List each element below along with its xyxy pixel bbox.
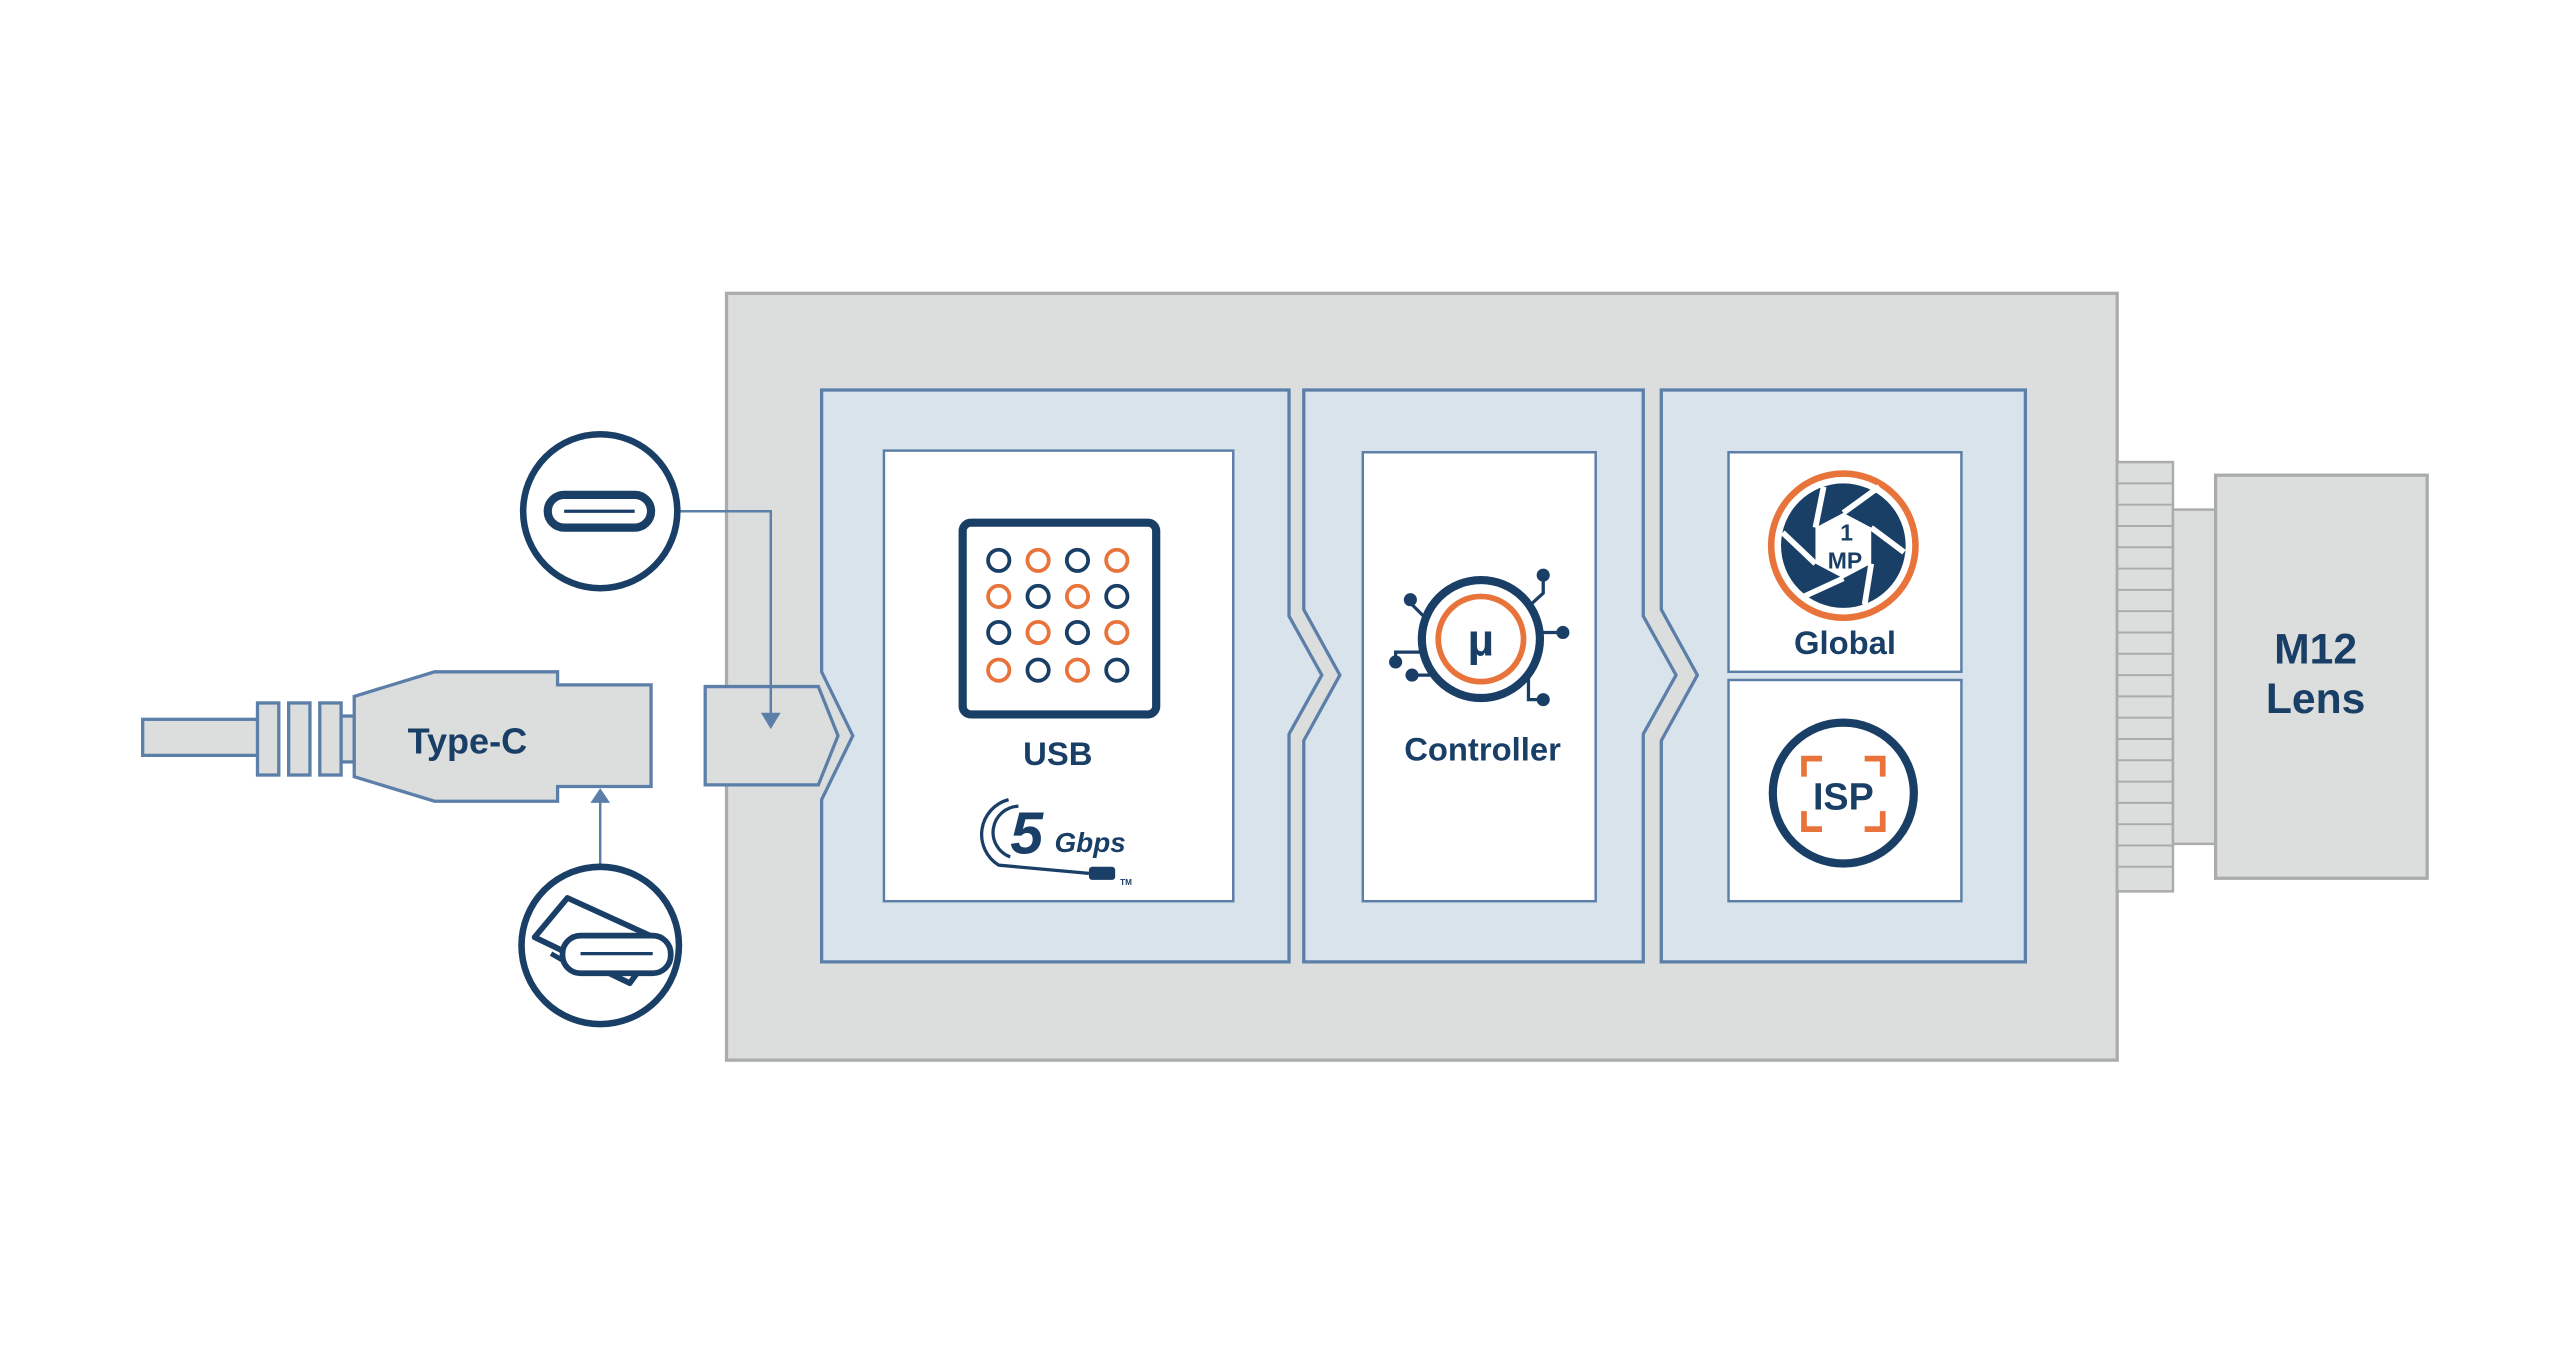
sensor-resolution-unit: MP — [1828, 548, 1862, 574]
callout-lines — [599, 510, 773, 869]
microcontroller-icon: µ — [1389, 568, 1570, 707]
usb-5gbps-logo: 5 Gbps TM — [980, 798, 1132, 887]
usb-badge-number: 5 — [1010, 801, 1044, 867]
lens-mount-fins — [2115, 460, 2217, 893]
lens-label-line1: M12 — [2274, 626, 2357, 674]
usb-receptacle — [703, 684, 840, 787]
arrow-up-to-plug — [590, 788, 611, 803]
micro-symbol: µ — [1468, 613, 1494, 665]
global-shutter-aperture-icon: 1 MP — [1767, 470, 1919, 622]
type-c-port-callout-icon — [519, 430, 681, 592]
usb-chip-icon — [958, 518, 1161, 719]
type-c-cable — [141, 670, 653, 803]
usb-badge-unit: Gbps — [1055, 827, 1126, 858]
arrow-down-to-port — [760, 712, 781, 730]
isp-icon: ISP — [1768, 718, 1918, 868]
isp-label: ISP — [1813, 775, 1874, 817]
m12-lens — [2213, 473, 2429, 880]
usb-label: USB — [1023, 735, 1092, 772]
usb-badge-tm: TM — [1120, 878, 1132, 887]
type-c-label: Type-C — [408, 721, 528, 762]
type-c-plug-body — [352, 670, 653, 803]
sensor-resolution-number: 1 — [1840, 520, 1853, 546]
type-c-plug-callout-icon — [518, 863, 683, 1028]
lens-label-line2: Lens — [2266, 675, 2365, 723]
controller-label: Controller — [1404, 730, 1561, 767]
global-shutter-label: Global — [1794, 624, 1896, 661]
